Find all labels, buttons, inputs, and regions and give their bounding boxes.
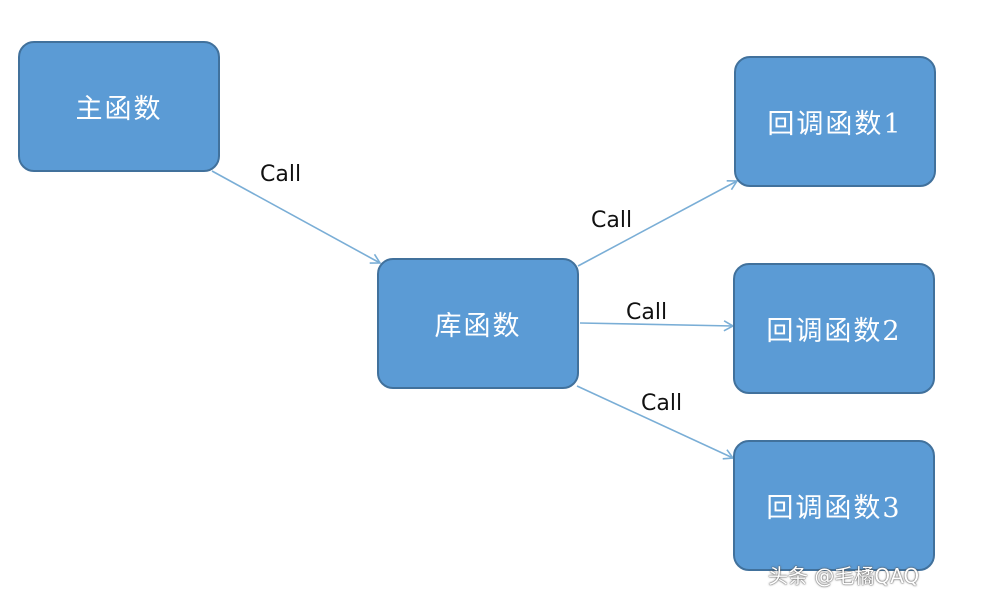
library-function-label: 库函数 (434, 311, 522, 342)
edge-label-library-to-callback3: Call (641, 391, 683, 416)
callback-function-2-label: 回调函数2 (766, 316, 902, 347)
callback-function-2-node: 回调函数2 (733, 263, 935, 394)
edge-label-main-to-library: Call (260, 162, 302, 187)
library-function-node: 库函数 (377, 258, 579, 389)
callback-function-3-node: 回调函数3 (733, 440, 935, 571)
watermark: 头条 @毛橘QAQ (768, 564, 920, 588)
arrow-main-to-library (211, 170, 382, 264)
arrow-library-to-callback2 (579, 320, 735, 332)
callback-function-3-label: 回调函数3 (766, 493, 902, 524)
edge-label-library-to-callback1: Call (591, 208, 633, 233)
callback-function-1-label: 回调函数1 (767, 109, 903, 140)
callback-function-1-node: 回调函数1 (734, 56, 936, 187)
arrow-library-to-callback1 (577, 180, 739, 267)
main-function-node: 主函数 (18, 41, 220, 172)
main-function-label: 主函数 (75, 94, 163, 125)
arrow-library-to-callback3 (576, 385, 735, 460)
edge-label-library-to-callback2: Call (626, 300, 668, 325)
